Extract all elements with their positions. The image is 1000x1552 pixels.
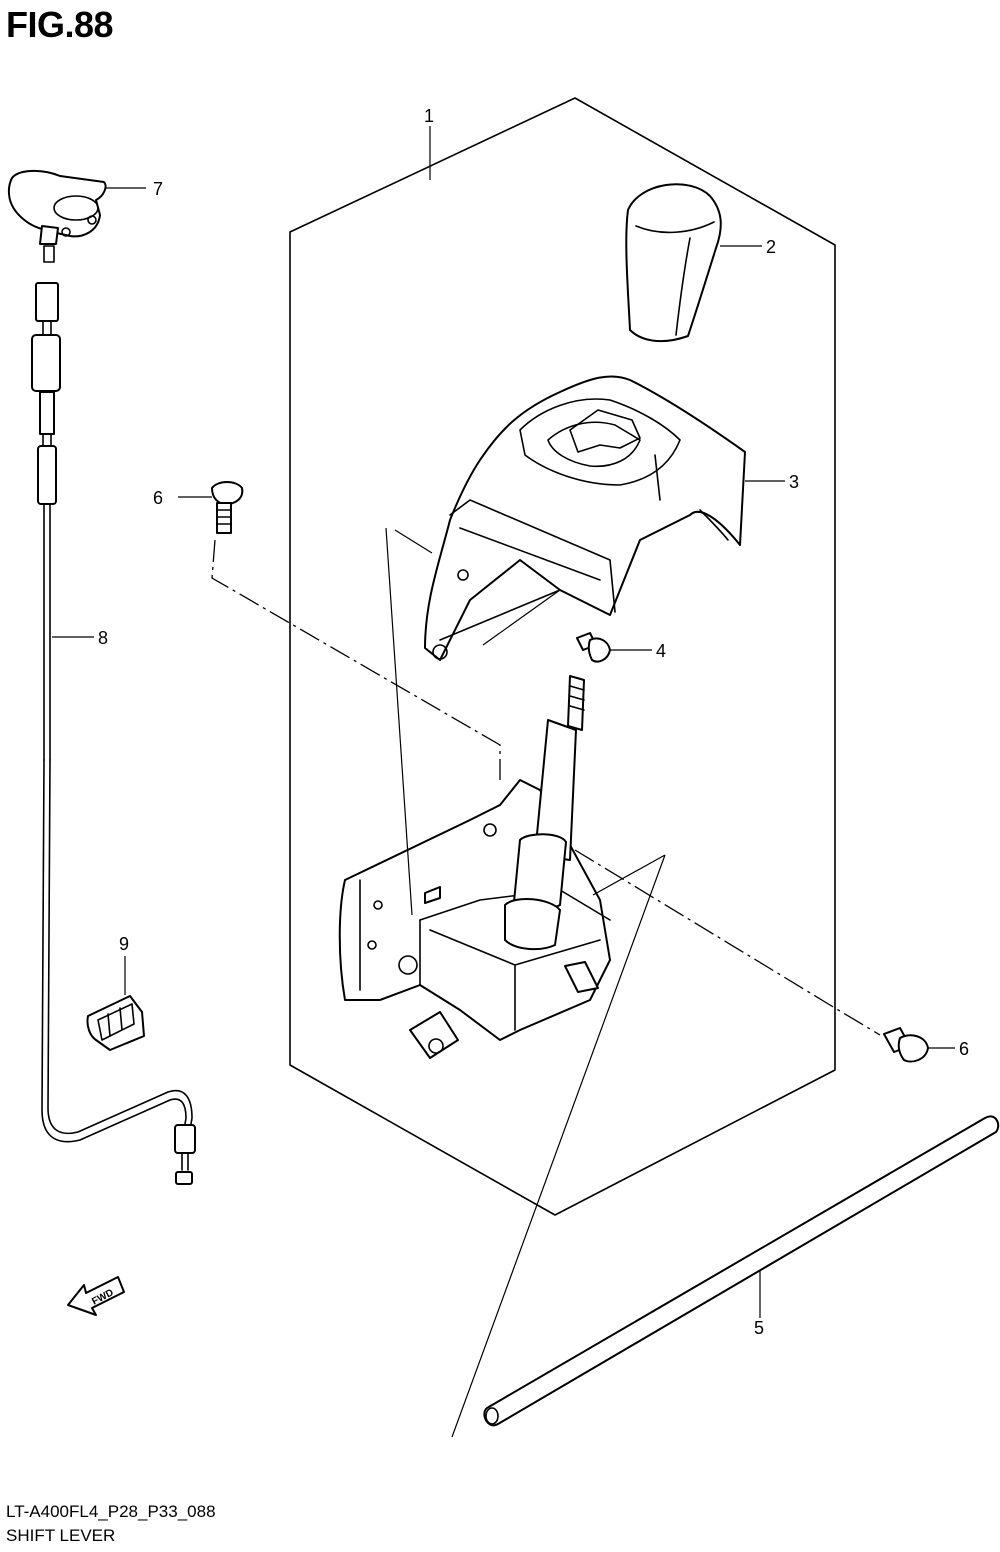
alignment-line-1 — [211, 539, 501, 780]
figure-name: SHIFT LEVER — [6, 1526, 116, 1545]
bolt-6a-part — [211, 481, 244, 534]
callout-2: 2 — [766, 237, 776, 257]
rod-part — [483, 1115, 1000, 1427]
knob-part — [625, 183, 722, 343]
shift-lever-base-part — [338, 675, 611, 1059]
bolt-6b-part — [883, 1027, 929, 1063]
alignment-line-4 — [451, 854, 666, 1438]
alignment-line-3 — [385, 527, 561, 916]
assembly-outline — [289, 97, 836, 1216]
alignment-line-2 — [574, 849, 881, 1036]
callout-8: 8 — [98, 628, 108, 648]
callout-9: 9 — [119, 934, 129, 954]
callout-5: 5 — [754, 1318, 764, 1338]
callout-6b: 6 — [959, 1039, 969, 1059]
figure-title: FIG.88 — [6, 4, 114, 45]
callout-3: 3 — [789, 472, 799, 492]
fwd-arrow-icon: FWD — [67, 1276, 125, 1316]
model-code: LT-A400FL4_P28_P33_088 — [6, 1502, 216, 1521]
callout-7: 7 — [153, 179, 163, 199]
callout-4: 4 — [656, 641, 666, 661]
bolt-4-part — [576, 632, 611, 663]
shift-cover-part — [424, 375, 746, 661]
callout-1: 1 — [424, 106, 434, 126]
cable-part — [31, 282, 196, 1185]
switch-part — [7, 170, 107, 263]
callout-6a: 6 — [153, 488, 163, 508]
clamp-part — [86, 995, 145, 1051]
